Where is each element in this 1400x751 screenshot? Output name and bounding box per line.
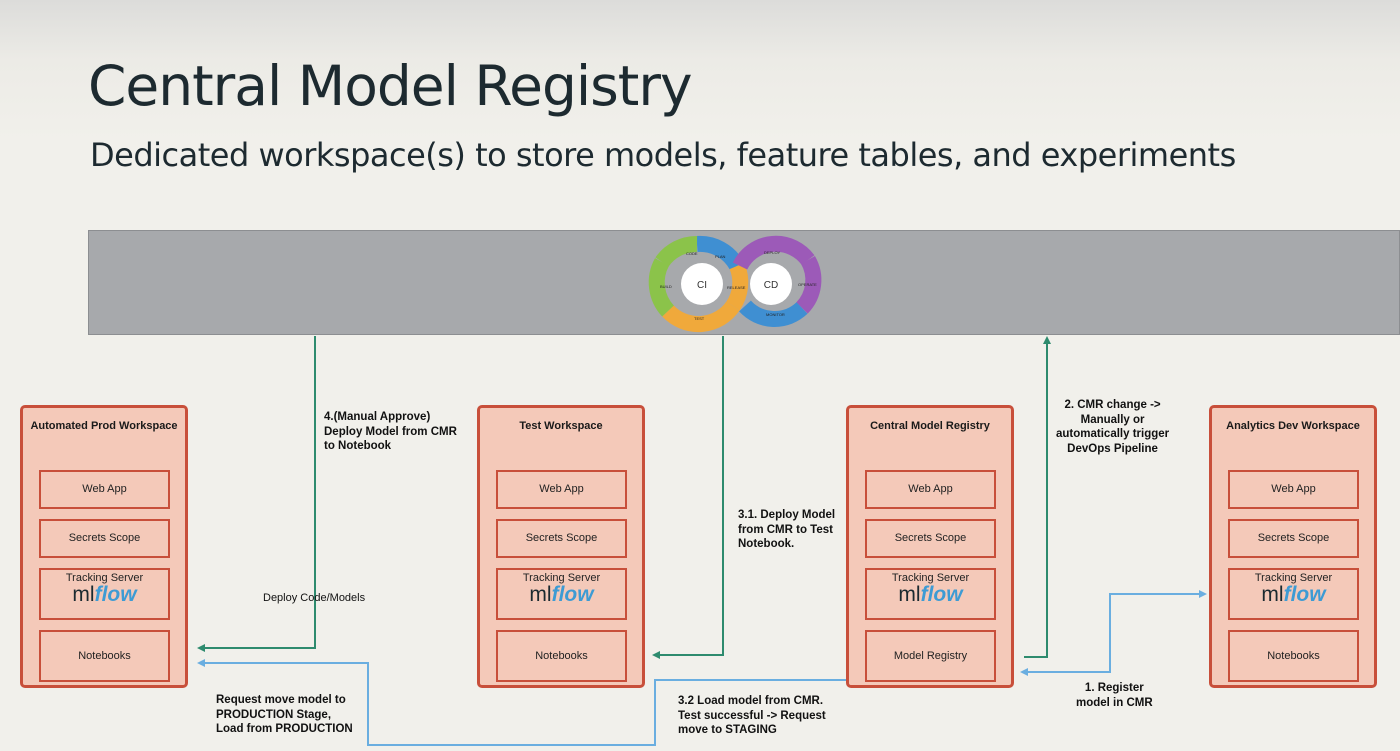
annotation-load-model: 3.2 Load model from CMR. Test successful… <box>678 695 826 736</box>
mlflow-logo: mlflow <box>529 583 594 606</box>
mlflow-logo: mlflow <box>1261 583 1326 606</box>
ci-segment-code: CODE <box>686 251 698 256</box>
notebooks-box: Notebooks <box>496 630 627 682</box>
annotation-deploy-code: Deploy Code/Models <box>263 592 366 604</box>
ci-segment-plan: PLAN <box>715 254 726 259</box>
workspace-central-model-registry: Central Model Registry Web App Secrets S… <box>846 405 1014 688</box>
workspace-title: Automated Prod Workspace <box>30 420 178 432</box>
secrets-scope-box: Secrets Scope <box>865 519 996 558</box>
tracking-server-box: Tracking Server mlflow <box>39 568 170 620</box>
slide-title: Central Model Registry <box>88 54 693 118</box>
tracking-server-label: Tracking Server <box>891 572 970 584</box>
secrets-scope-box: Secrets Scope <box>39 519 170 558</box>
workspace-title: Analytics Dev Workspace <box>1226 420 1360 432</box>
cd-segment-deploy: DEPLOY <box>764 250 781 255</box>
notebooks-box: Notebooks <box>39 630 170 682</box>
ci-segment-release: RELEASE <box>727 285 746 290</box>
notebooks-box: Notebooks <box>1228 630 1359 682</box>
web-app-box: Web App <box>39 470 170 509</box>
arrow-register-model <box>1020 593 1204 676</box>
workspace-automated-prod: Automated Prod Workspace Web App Secrets… <box>20 405 188 688</box>
cd-segment-monitor: MONITOR <box>766 312 785 317</box>
annotation-request-production: Request move model to PRODUCTION Stage, … <box>216 694 353 735</box>
slide-subtitle: Dedicated workspace(s) to store models, … <box>90 136 1236 174</box>
ci-label: CI <box>697 280 707 291</box>
ci-segment-test: TEST <box>694 316 705 321</box>
cd-loop <box>732 235 822 327</box>
ci-loop <box>648 235 749 333</box>
arrow-deploy-test <box>652 336 724 659</box>
annotation-deploy-test: 3.1. Deploy Model from CMR to Test Noteb… <box>738 509 836 550</box>
arrow-deploy-prod <box>197 336 316 652</box>
mlflow-logo: mlflow <box>72 583 137 606</box>
annotation-cmr-change: 2. CMR change -> Manually or automatical… <box>1056 399 1170 455</box>
tracking-server-label: Tracking Server <box>522 572 601 584</box>
tracking-server-box: Tracking Server mlflow <box>865 568 996 620</box>
arrow-trigger-pipeline <box>1024 336 1051 658</box>
tracking-server-box: Tracking Server mlflow <box>496 568 627 620</box>
ci-segment-build: BUILD <box>660 284 672 289</box>
tracking-server-box: Tracking Server mlflow <box>1228 568 1359 620</box>
secrets-scope-box: Secrets Scope <box>1228 519 1359 558</box>
web-app-box: Web App <box>1228 470 1359 509</box>
cd-label: CD <box>764 280 778 291</box>
annotation-manual-approve: 4.(Manual Approve) Deploy Model from CMR… <box>324 411 457 452</box>
model-registry-box: Model Registry <box>865 630 996 682</box>
web-app-box: Web App <box>865 470 996 509</box>
workspace-title: Central Model Registry <box>870 420 990 432</box>
cd-segment-operate: OPERATE <box>798 282 817 287</box>
tracking-server-label: Tracking Server <box>65 572 144 584</box>
cicd-infinity-logo: CI CD CODE PLAN RELEASE TEST BUILD DEPLO… <box>648 235 822 333</box>
workspace-title: Test Workspace <box>519 420 603 432</box>
tracking-server-label: Tracking Server <box>1254 572 1333 584</box>
arrow-load-staging <box>197 659 846 746</box>
annotation-register-model: 1. Register model in CMR <box>1076 682 1153 709</box>
mlflow-logo: mlflow <box>898 583 963 606</box>
secrets-scope-box: Secrets Scope <box>496 519 627 558</box>
workspace-test: Test Workspace Web App Secrets Scope Tra… <box>477 405 645 688</box>
workspace-analytics-dev: Analytics Dev Workspace Web App Secrets … <box>1209 405 1377 688</box>
web-app-box: Web App <box>496 470 627 509</box>
